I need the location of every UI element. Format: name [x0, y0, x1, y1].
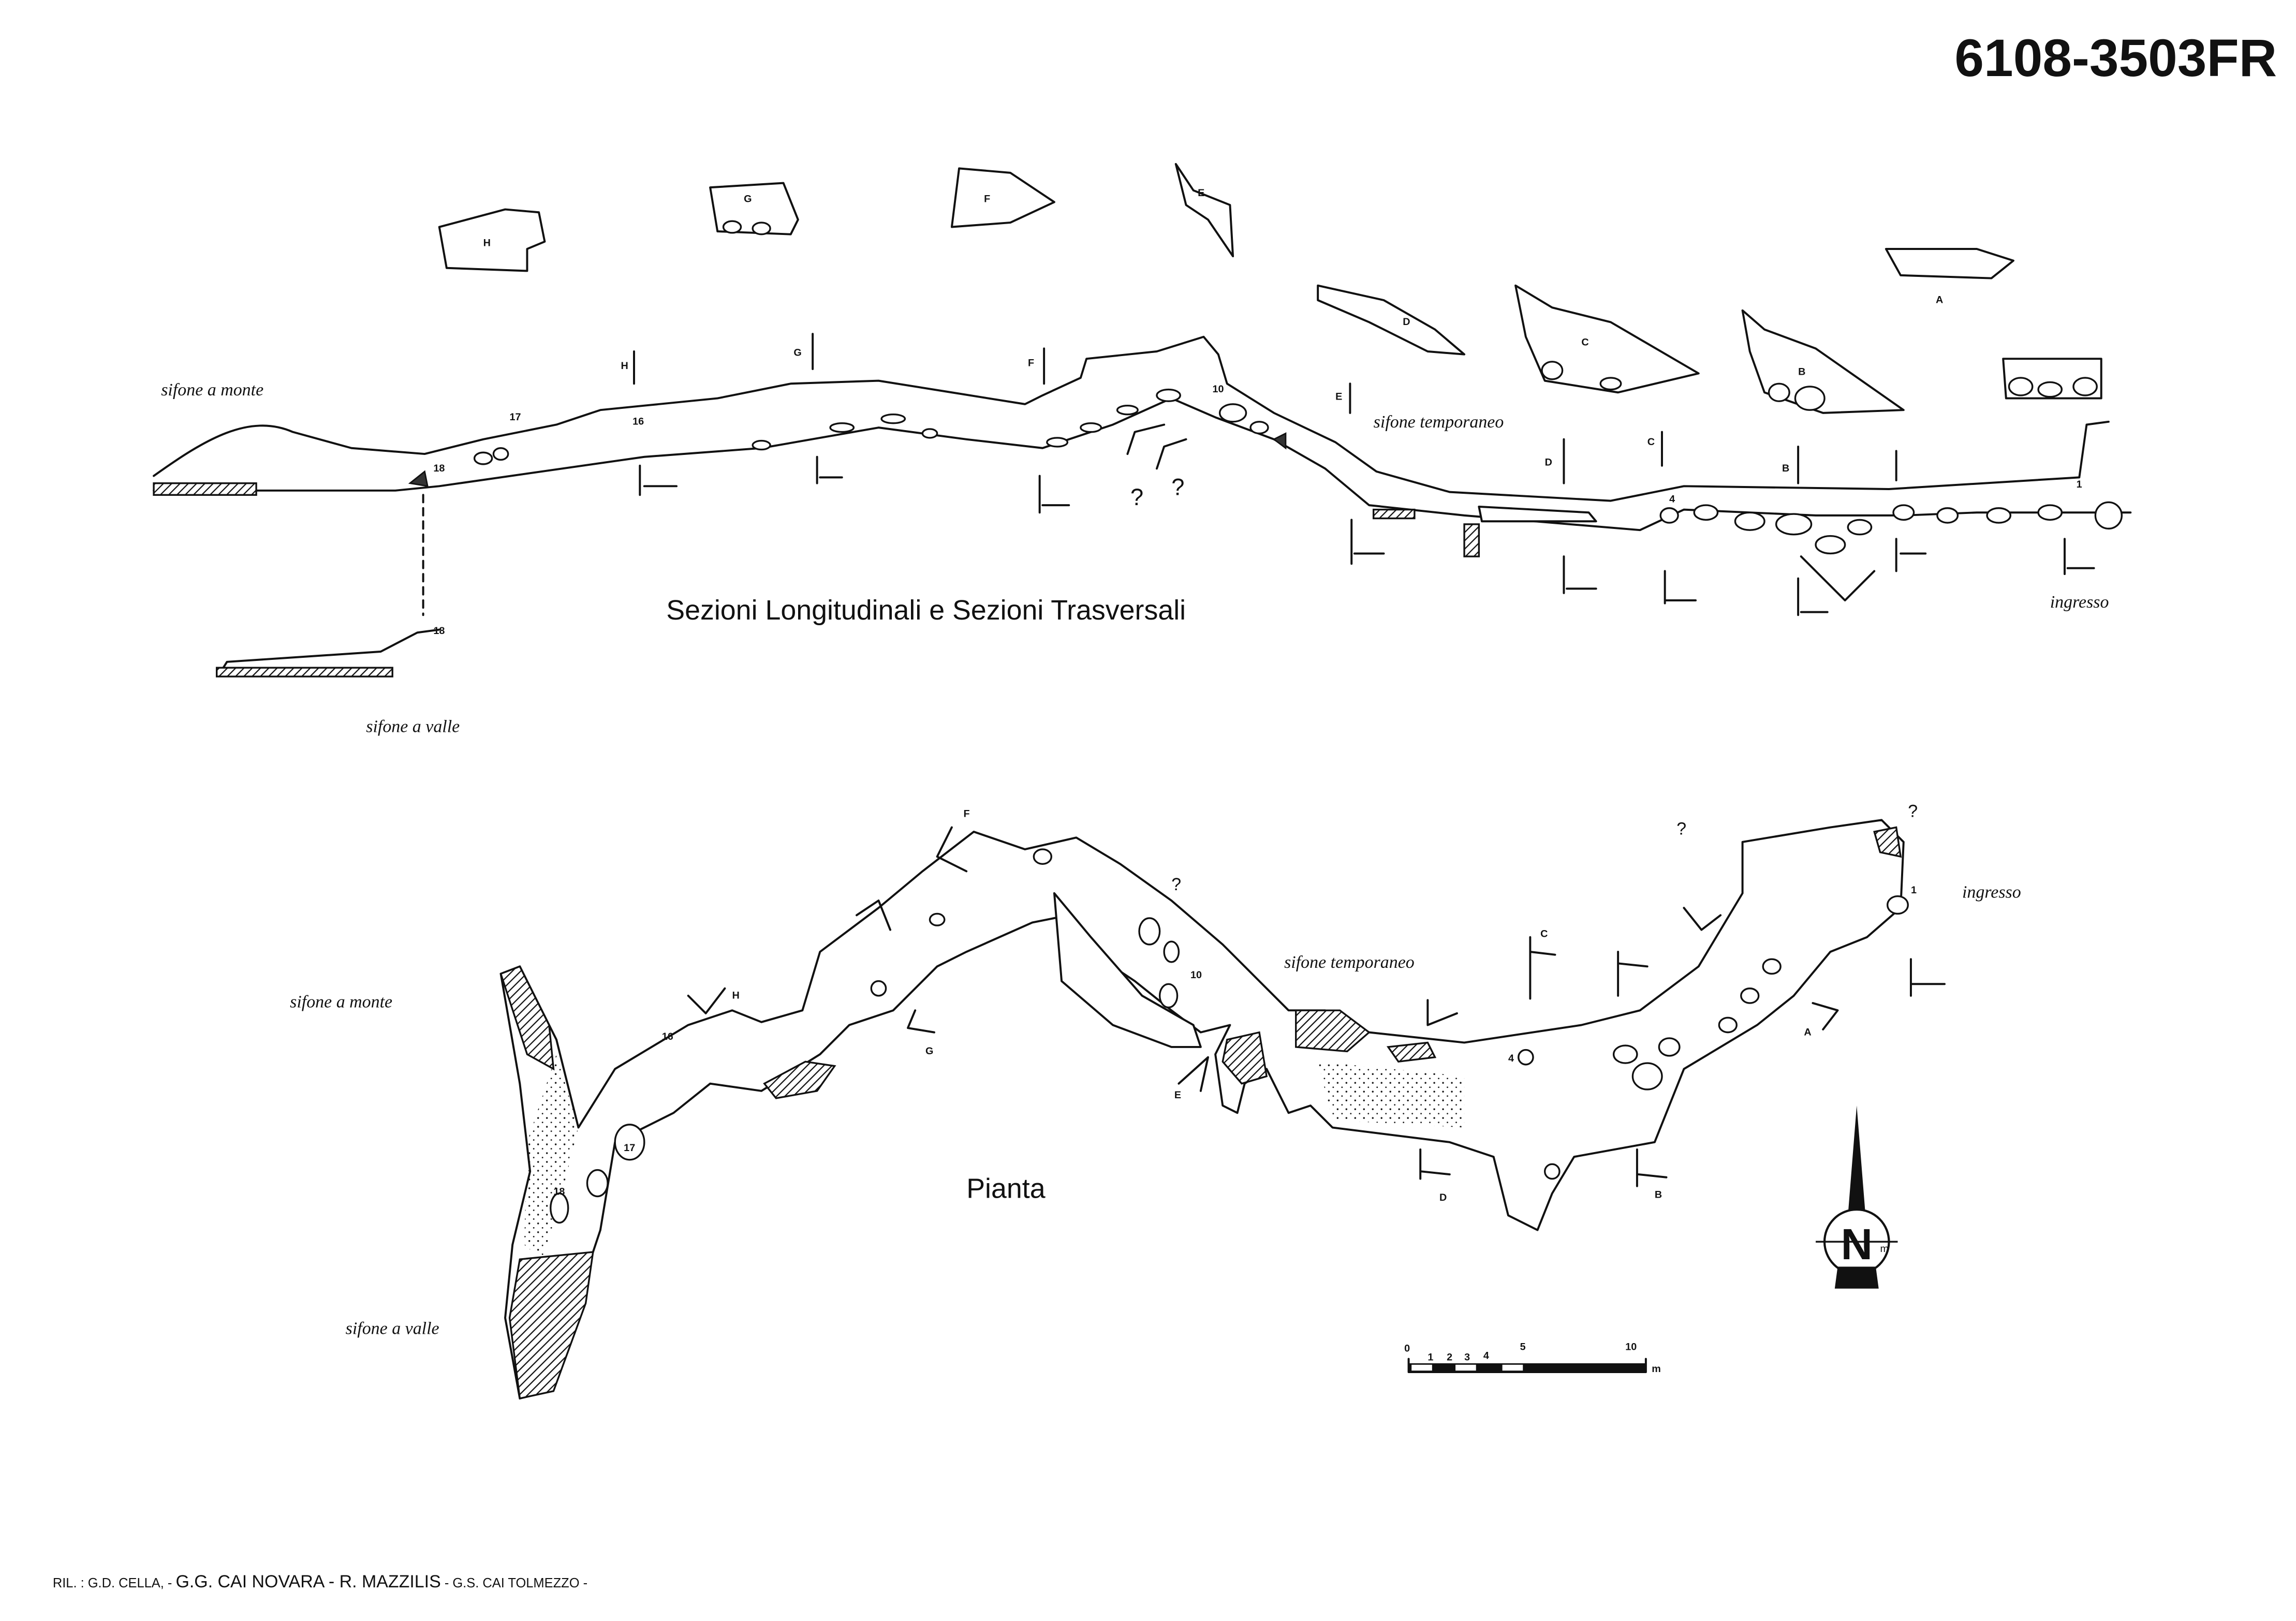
profile-station-17: 17 — [510, 411, 521, 423]
profile-station-16: 16 — [632, 416, 644, 427]
plan-station-1: 1 — [1911, 885, 1917, 896]
survey-code: 6108-3503FR — [1954, 28, 2277, 87]
plan-section-label-h: H — [732, 990, 740, 1001]
cross-section-a: A — [1936, 294, 1943, 306]
profile-section-markers — [633, 333, 2095, 616]
scale-tick-1: 1 — [1427, 1351, 1433, 1363]
plan-section-label-e: E — [1174, 1089, 1181, 1101]
profile-section-label-d: D — [1545, 457, 1552, 468]
profile-section-label-h: H — [621, 360, 628, 372]
plan-section-label-a: A — [1804, 1026, 1811, 1038]
plan-station-16: 16 — [662, 1031, 673, 1042]
cross-section-e: E — [1198, 187, 1204, 199]
profile-unknown-1: ? — [1130, 484, 1143, 510]
scale-bar: 0 1 2 3 4 5 10 m — [1404, 1342, 1661, 1375]
label-sifone-a-monte-plan: sifone a monte — [290, 993, 392, 1012]
north-letter: N — [1841, 1219, 1873, 1269]
profile-section-label-g: G — [793, 347, 801, 359]
plan-section-label-f: F — [964, 808, 970, 820]
plan-station-10: 10 — [1190, 969, 1202, 981]
scale-tick-5: 5 — [1520, 1342, 1526, 1353]
plan-section-markers — [687, 826, 1946, 1187]
scale-unit: m — [1652, 1363, 1661, 1375]
label-sifone-a-valle-plan: sifone a valle — [346, 1319, 439, 1338]
north-sub: m — [1880, 1243, 1889, 1255]
plan-boulders — [550, 848, 1909, 1224]
profile-section-label-f: F — [1028, 357, 1034, 369]
north-arrow-icon: N m — [1816, 1106, 1898, 1289]
cross-section-f: F — [984, 193, 990, 204]
plan-view: F H G E C A D B 1 4 10 16 17 18 ? ? ? si… — [290, 802, 2021, 1400]
longitudinal-profile: H G F E D C B 1 4 10 16 17 18 18 ? ? sif… — [153, 333, 2132, 736]
cross-section-h: H — [483, 237, 491, 248]
plan-unknown-3: ? — [1908, 802, 1918, 821]
profile-section-label-e: E — [1335, 391, 1342, 402]
profile-title: Sezioni Longitudinali e Sezioni Trasvers… — [666, 595, 1186, 626]
scale-tick-3: 3 — [1464, 1351, 1470, 1363]
cross-section-d: D — [1403, 316, 1410, 328]
credits-part3: - G.S. CAI TOLMEZZO - — [445, 1576, 587, 1590]
profile-station-10: 10 — [1212, 384, 1224, 395]
profile-station-1: 1 — [2077, 479, 2082, 490]
plan-unknown-1: ? — [1171, 875, 1181, 894]
credits-part2: G.G. CAI NOVARA - R. MAZZILIS — [175, 1572, 440, 1591]
label-ingresso-profile: ingresso — [2050, 593, 2109, 612]
plan-section-label-d: D — [1439, 1192, 1447, 1203]
plan-section-label-c: C — [1540, 929, 1548, 940]
profile-section-label-c: C — [1647, 436, 1655, 448]
profile-station-18-lower: 18 — [433, 625, 445, 637]
credits-part1: RIL. : G.D. CELLA, - — [53, 1576, 172, 1590]
label-sifone-temporaneo-profile: sifone temporaneo — [1374, 412, 1504, 432]
profile-station-18: 18 — [433, 463, 445, 474]
label-sifone-temporaneo-plan: sifone temporaneo — [1284, 953, 1415, 972]
scale-tick-0: 0 — [1404, 1343, 1410, 1354]
label-ingresso-plan: ingresso — [1962, 882, 2021, 902]
scale-tick-10: 10 — [1625, 1342, 1637, 1353]
plan-section-label-g: G — [925, 1045, 933, 1057]
scale-tick-2: 2 — [1447, 1351, 1452, 1363]
plan-title: Pianta — [966, 1173, 1046, 1204]
plan-unknown-2: ? — [1676, 819, 1686, 839]
profile-station-4: 4 — [1669, 493, 1675, 505]
profile-unknown-2: ? — [1171, 474, 1184, 500]
scale-tick-4: 4 — [1483, 1350, 1489, 1362]
label-sifone-a-monte-profile: sifone a monte — [161, 380, 263, 400]
credits: RIL. : G.D. CELLA, - G.G. CAI NOVARA - R… — [53, 1572, 587, 1591]
cross-section-g: G — [744, 193, 752, 204]
profile-boulders — [408, 388, 2123, 555]
cross-section-b: B — [1798, 366, 1805, 377]
plan-station-18: 18 — [553, 1186, 565, 1198]
plan-station-4: 4 — [1508, 1053, 1514, 1064]
label-sifone-a-valle-profile: sifone a valle — [366, 717, 460, 736]
cross-sections: H G F E D C B A — [438, 163, 2102, 414]
cross-section-c: C — [1581, 337, 1588, 348]
plan-station-17: 17 — [624, 1142, 635, 1154]
profile-section-label-b: B — [1782, 463, 1789, 474]
plan-section-label-b: B — [1655, 1189, 1662, 1200]
